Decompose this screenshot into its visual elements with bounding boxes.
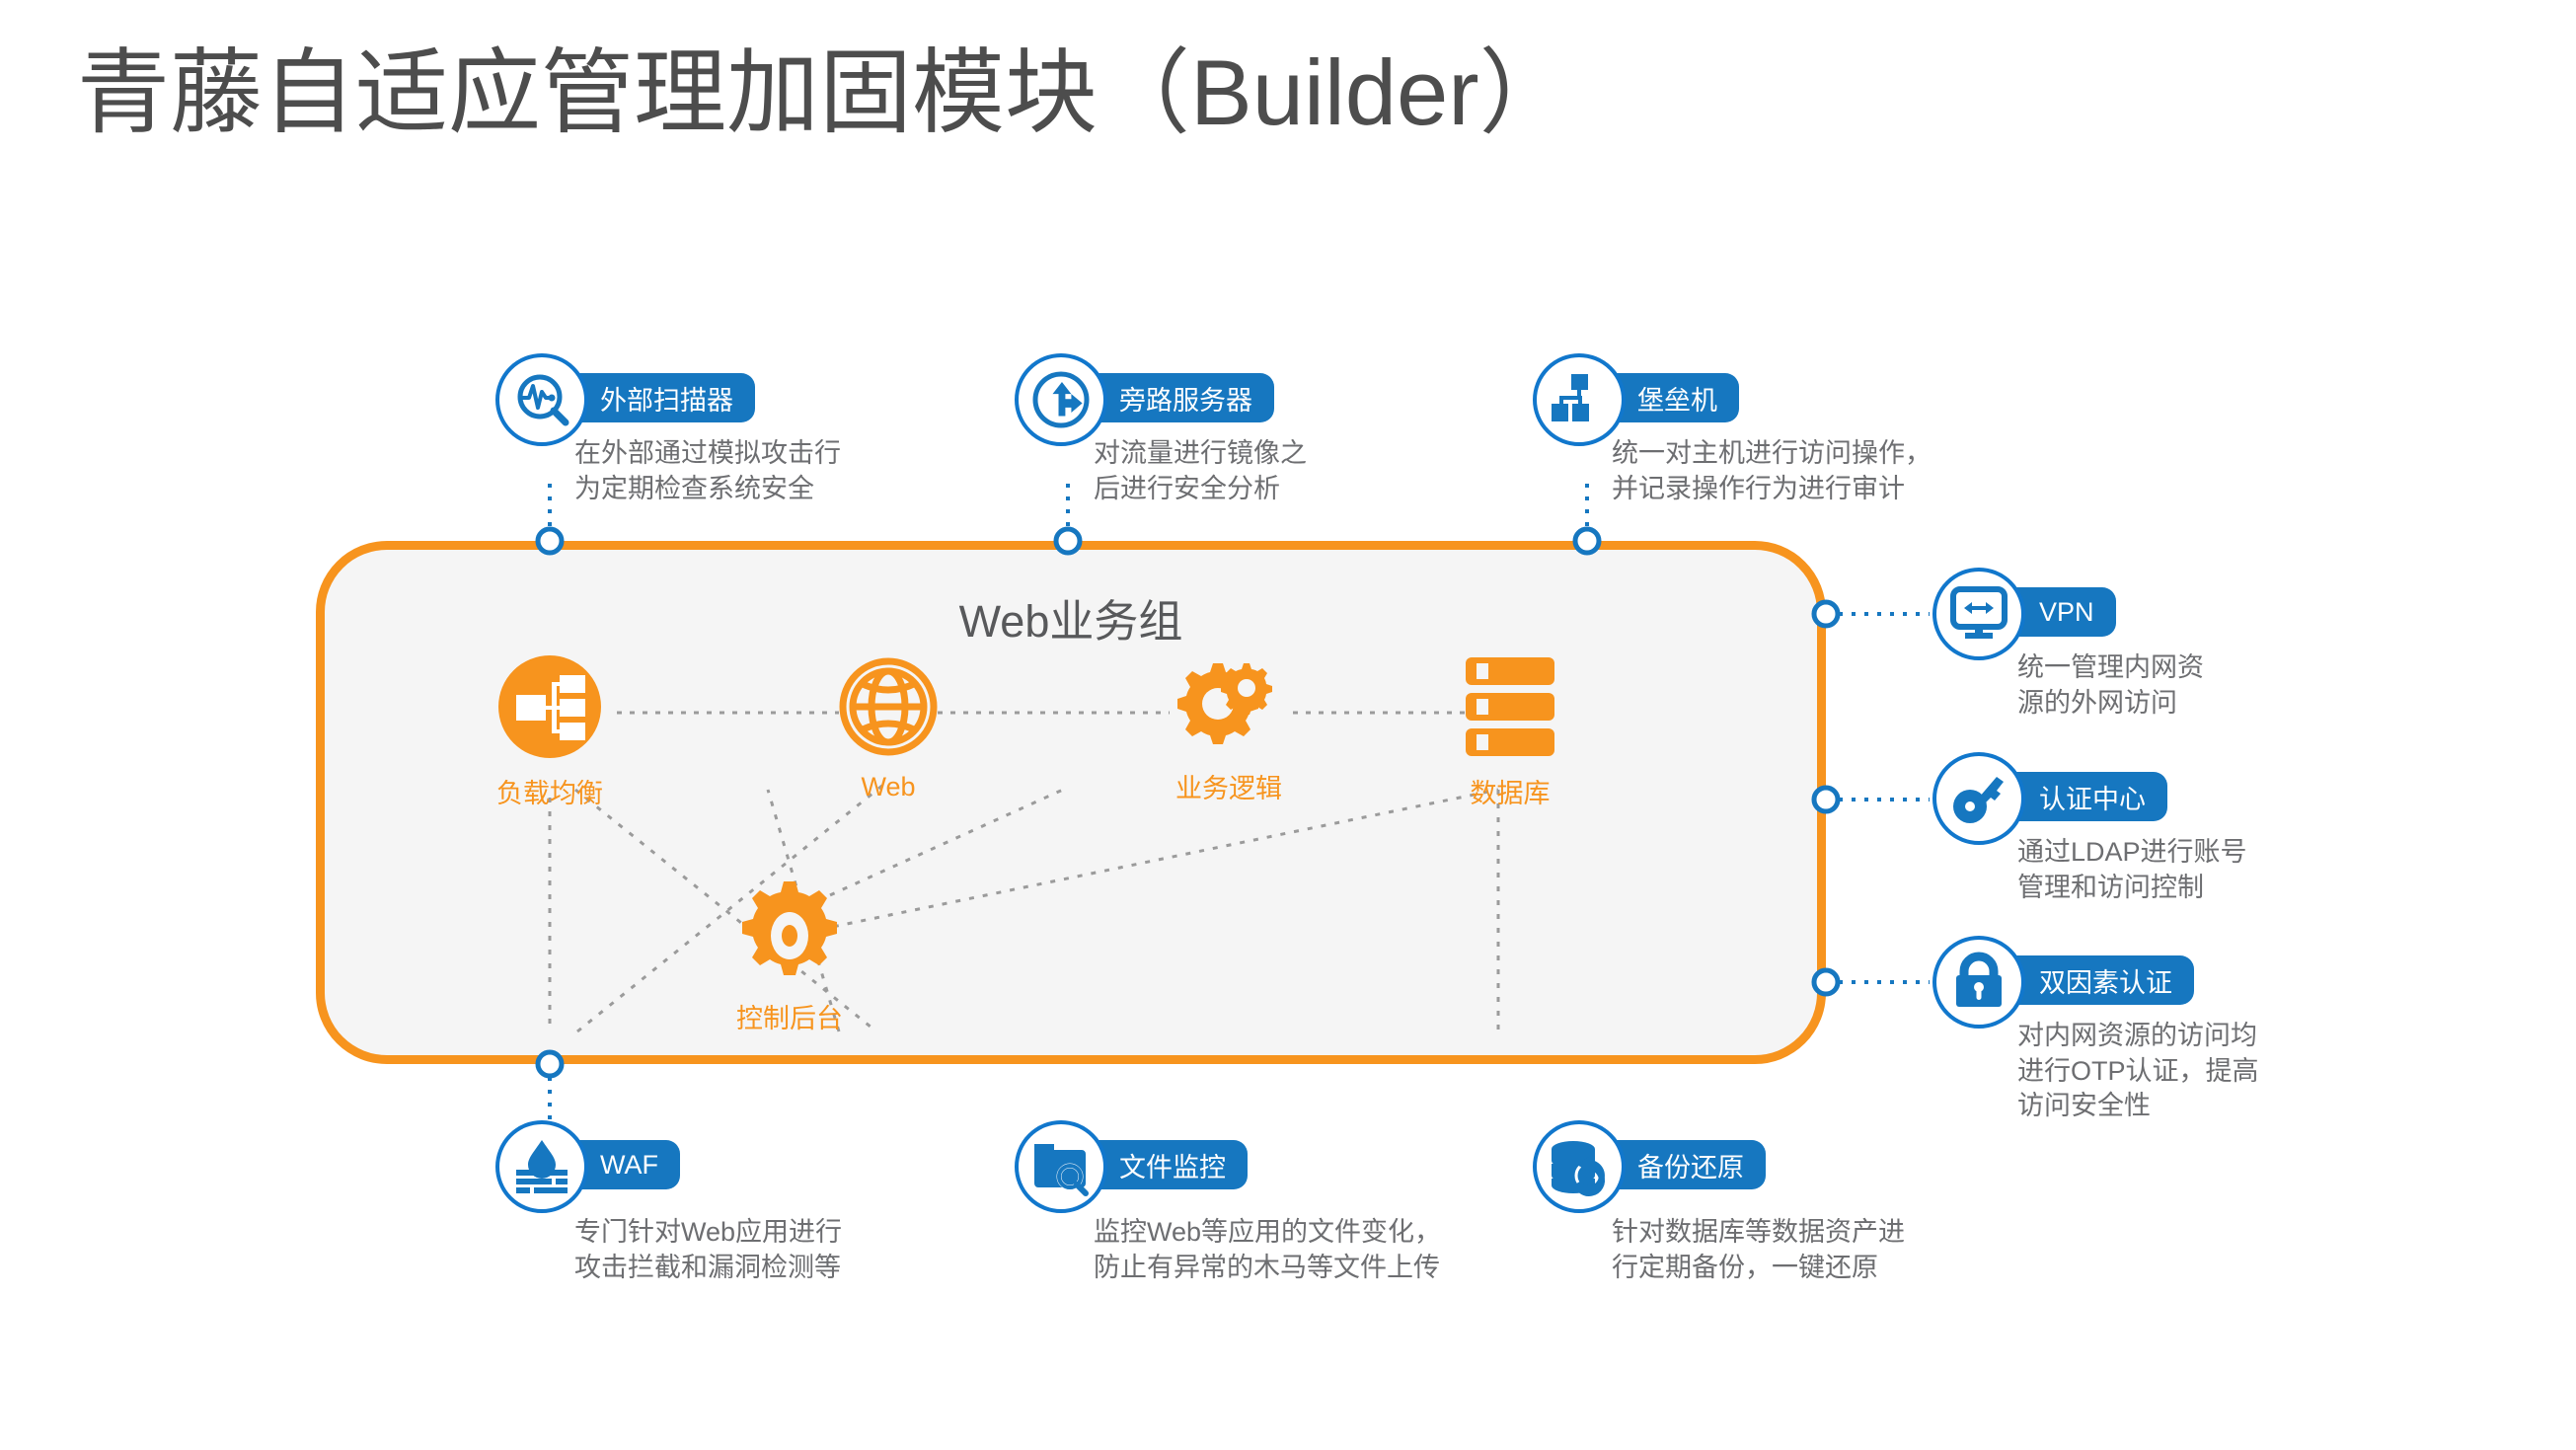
node-load-balancer[interactable]: 负载均衡: [451, 651, 648, 810]
item-description: 针对数据库等数据资产进 行定期备份，一键还原: [1612, 1217, 1905, 1282]
folder-search-icon: [1015, 1120, 1107, 1213]
padlock-icon: [1932, 936, 2025, 1029]
page-title: 青藤自适应管理加固模块（Builder）: [77, 40, 1572, 144]
key-icon: [1932, 752, 2025, 845]
node-label: Web: [861, 772, 916, 801]
item-description: 专门针对Web应用进行 攻击拦截和漏洞检测等: [574, 1217, 843, 1282]
node-label: 数据库: [1470, 779, 1551, 808]
gears-icon: [1130, 647, 1327, 757]
load-balancer-icon: [451, 651, 648, 762]
item-description: 监控Web等应用的文件变化， 防止有异常的木马等文件上传: [1094, 1217, 1442, 1282]
globe-icon: [790, 651, 987, 762]
gear-icon: [691, 869, 888, 987]
node-label: 业务逻辑: [1175, 774, 1282, 803]
monitor-arrows-icon: [1932, 568, 2025, 660]
node-control-panel[interactable]: 控制后台: [691, 869, 888, 1035]
web-business-group-title: Web业务组: [958, 596, 1183, 647]
item-description: 统一对主机进行访问操作， 并记录操作行为进行审计: [1612, 438, 1932, 503]
item-label: 备份还原: [1602, 1140, 1766, 1189]
item-description: 在外部通过模拟攻击行 为定期检查系统安全: [574, 438, 841, 503]
item-label: 文件监控: [1084, 1140, 1248, 1189]
item-description: 对流量进行镜像之 后进行安全分析: [1094, 438, 1307, 503]
item-label: 双因素认证: [2004, 955, 2194, 1005]
node-label: 负载均衡: [496, 779, 603, 808]
node-database[interactable]: 数据库: [1411, 651, 1609, 810]
hierarchy-nodes-icon: [1533, 353, 1626, 446]
node-business-logic[interactable]: 业务逻辑: [1130, 647, 1327, 805]
database-restore-icon: [1533, 1120, 1626, 1213]
item-label: 外部扫描器: [565, 373, 755, 422]
item-description: 通过LDAP进行账号 管理和访问控制: [2017, 837, 2247, 902]
item-label: 旁路服务器: [1084, 373, 1274, 422]
waterdrop-firewall-icon: [495, 1120, 588, 1213]
node-web[interactable]: Web: [790, 651, 987, 802]
scan-pulse-magnifier-icon: [495, 353, 588, 446]
traffic-split-arrow-icon: [1015, 353, 1107, 446]
item-description: 对内网资源的访问均 进行OTP认证，提高 访问安全性: [2017, 1021, 2259, 1121]
item-description: 统一管理内网资 源的外网访问: [2017, 652, 2204, 718]
database-icon: [1411, 651, 1609, 762]
node-label: 控制后台: [736, 1004, 843, 1033]
item-label: 认证中心: [2004, 772, 2167, 821]
